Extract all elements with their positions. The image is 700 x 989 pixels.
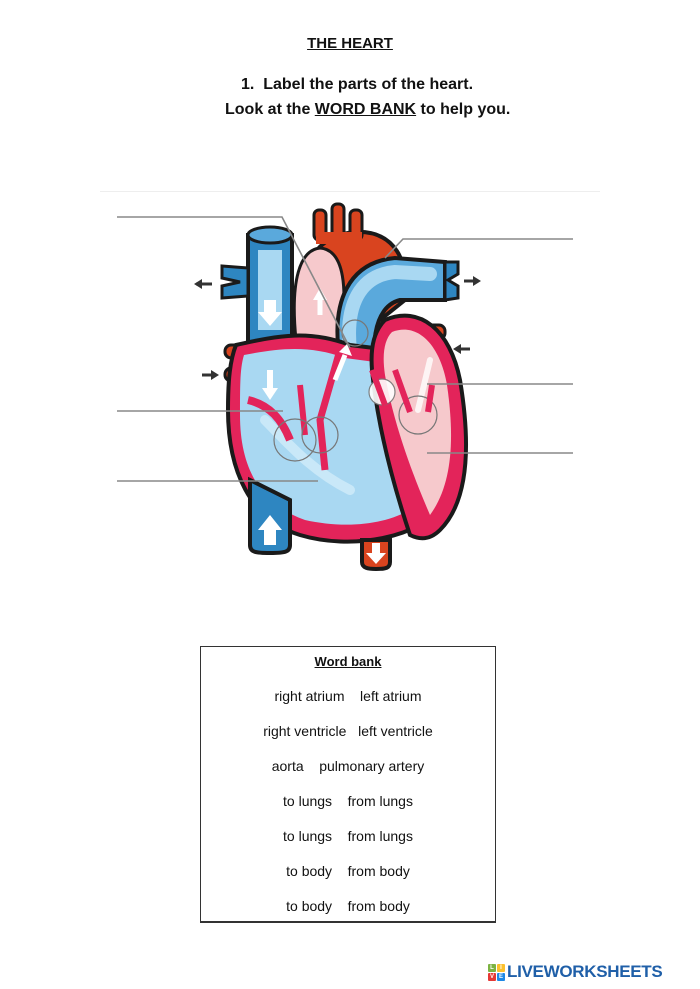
instruction-suffix: to help you. <box>416 101 511 118</box>
word-bank-row: to lungs from lungs <box>283 828 413 844</box>
label-line-top-right <box>384 238 573 259</box>
word-bank-reference: WORD BANK <box>314 101 417 118</box>
instruction-text: Label the parts of the heart. <box>263 76 474 93</box>
instruction-prefix: Look at the <box>225 101 315 118</box>
figure-top-rule <box>100 191 600 192</box>
label-line-top-left <box>117 216 351 349</box>
logo-letter: L <box>488 963 496 972</box>
flow-arrow-left-top-icon <box>194 279 212 289</box>
word-bank-row: to body from body <box>286 863 410 879</box>
word-bank-row: right atrium left atrium <box>274 688 422 704</box>
pulmonary-artery-left-branches-icon <box>220 264 250 300</box>
flow-arrow-right-mid-icon <box>453 344 470 354</box>
logo-letter: V <box>488 972 496 981</box>
instruction-number: 1. <box>241 76 255 93</box>
superior-vena-cava-icon <box>246 225 294 347</box>
descending-aorta-icon <box>360 538 392 572</box>
tricuspid-valve-icon <box>273 418 317 462</box>
word-bank-row: to lungs from lungs <box>283 793 413 809</box>
word-bank-row: aorta pulmonary artery <box>271 758 425 774</box>
flow-arrow-right-top-icon <box>464 276 481 286</box>
inferior-vena-cava-icon <box>248 476 292 556</box>
instruction-line-1: 1. Label the parts of the heart. <box>241 76 473 94</box>
brand-name: LIVEWORKSHEETS <box>507 962 663 981</box>
worksheet-title: THE HEART <box>307 35 393 52</box>
flow-arrow-left-mid-icon <box>202 370 219 380</box>
word-bank-box: Word bank right atrium left atrium right… <box>200 646 496 923</box>
mitral-valve-icon <box>398 395 438 435</box>
liveworksheets-brand: L I V E LIVEWORKSHEETS <box>488 962 663 982</box>
instruction-line-2: Look at the WORD BANK to help you. <box>225 101 510 119</box>
logo-letter: E <box>497 972 505 981</box>
logo-letter: I <box>497 963 505 972</box>
word-bank-row: right ventricle left ventricle <box>263 723 433 739</box>
word-bank-heading: Word bank <box>314 654 382 669</box>
word-bank-row: to body from body <box>286 898 410 914</box>
liveworksheets-logo-icon: L I V E <box>488 963 505 981</box>
